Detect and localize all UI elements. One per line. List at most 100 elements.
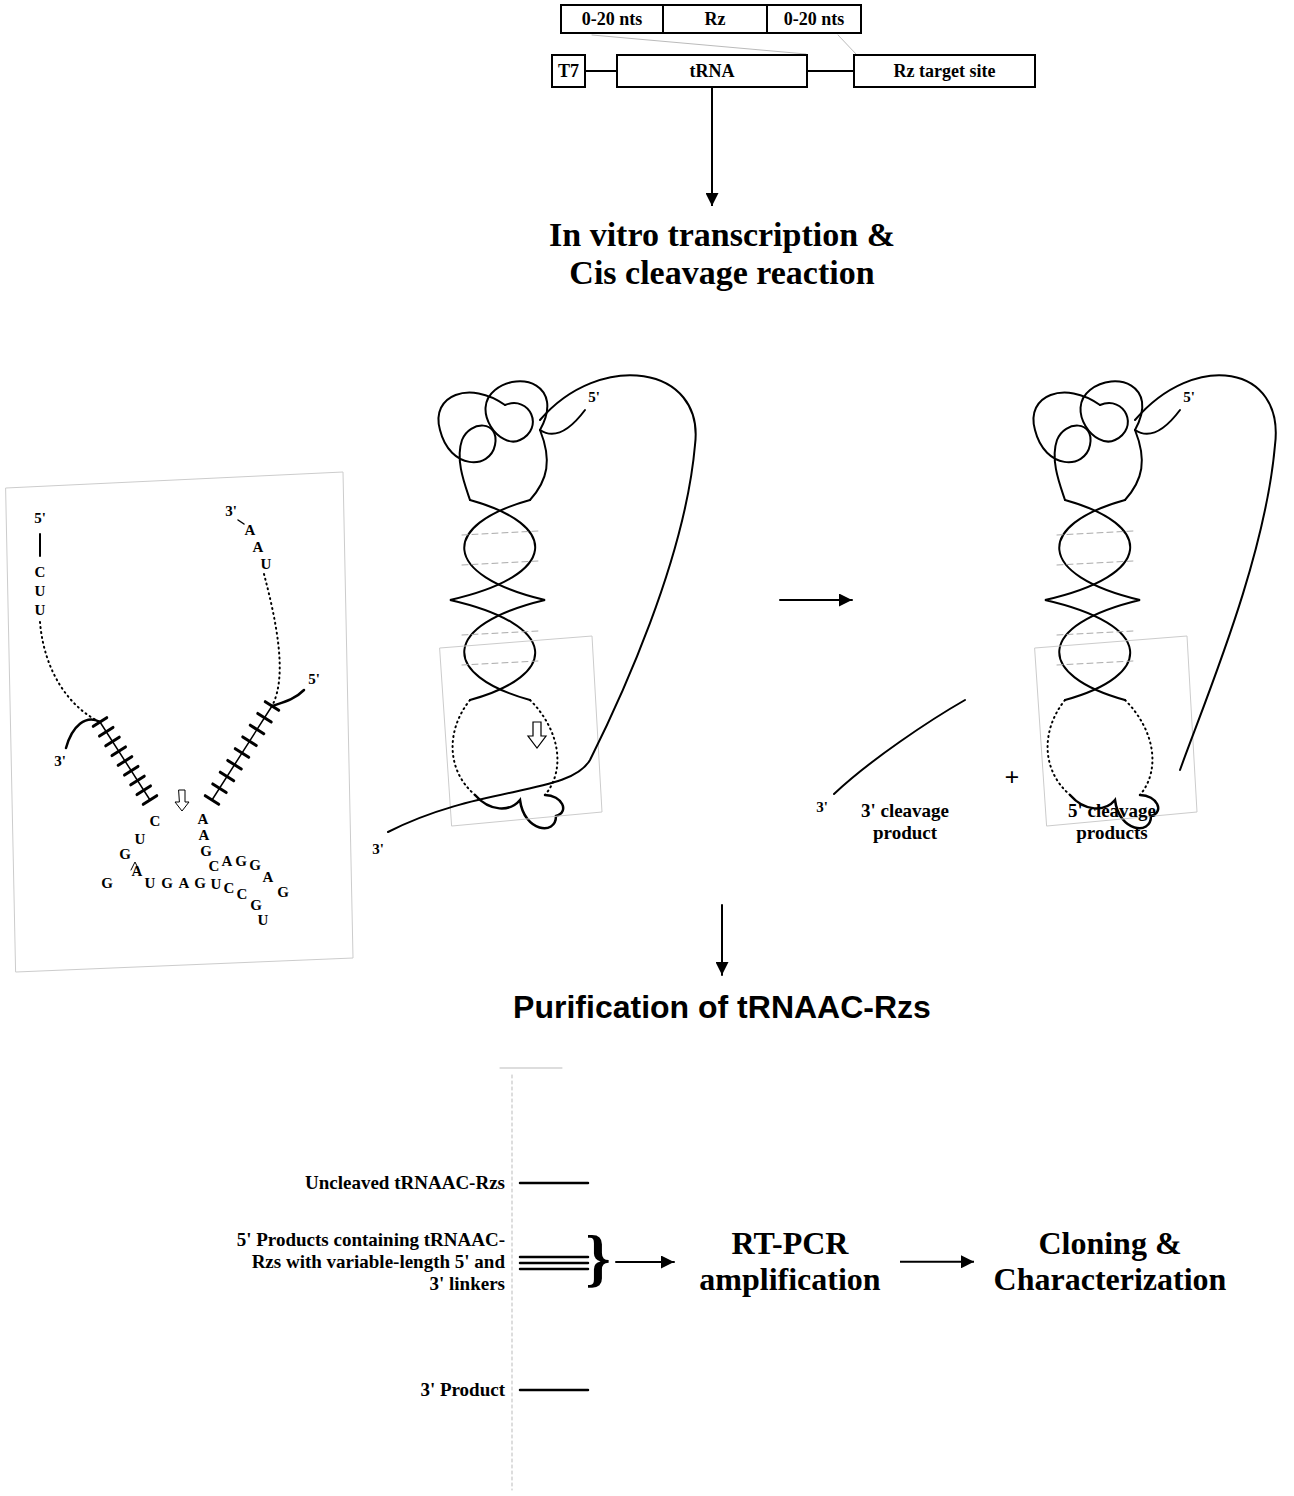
reaction-arrow: [780, 599, 852, 601]
sequence-letter: G: [235, 853, 247, 870]
base-pair: [112, 747, 125, 756]
stem-strand: [212, 706, 272, 800]
step-text: Purification of tRNAAC-Rzs: [442, 990, 1002, 1026]
rna-strand: [1135, 375, 1276, 770]
node-text: Rz target site: [894, 61, 996, 81]
fold-loop: [530, 430, 547, 500]
dotted-strand: [264, 574, 280, 706]
base-pair: [265, 702, 278, 711]
figure-label: +: [1005, 763, 1020, 793]
sequence-letter: A: [198, 811, 209, 828]
base-pair: [131, 776, 144, 785]
step-text: Cloning & Characterization: [980, 1226, 1240, 1298]
base-pair: [143, 796, 156, 805]
construct-box: 0-20 nts: [766, 4, 862, 34]
sequence-letter: A: [253, 539, 264, 556]
gel-band: [520, 1389, 588, 1392]
base-pair: [243, 737, 256, 746]
sequence-letter: U: [35, 602, 46, 619]
gel-label: Uncleaved tRNAAC-Rzs: [185, 1172, 505, 1194]
helix-rung: [462, 631, 538, 635]
helix-rung: [1057, 531, 1133, 535]
construct-link: [808, 70, 853, 72]
base-pair: [100, 727, 113, 736]
dotted-strand: [1048, 700, 1070, 795]
flow-arrow: [616, 1261, 674, 1263]
flow-arrow: [721, 905, 723, 975]
node-text: 0-20 nts: [582, 9, 643, 29]
helix-strand: [464, 500, 545, 700]
sequence-letter: G: [277, 884, 289, 901]
base-pair: [250, 725, 263, 734]
node-text: tRNA: [690, 61, 735, 81]
node-text: 0-20 nts: [784, 9, 845, 29]
step-text: In vitro transcription & Cis cleavage re…: [522, 216, 922, 292]
step-text: RT-PCR amplification: [680, 1226, 900, 1298]
strand-end: [272, 690, 304, 706]
base-pair: [205, 796, 218, 805]
three-prime-product-strand: [834, 700, 965, 794]
node-text: RT-PCR amplification: [680, 1226, 900, 1298]
sequence-letter: G: [200, 843, 212, 860]
sequence-letter: A: [263, 869, 274, 886]
helix-rung: [462, 661, 538, 665]
figure-label: 5' cleavage products: [1037, 800, 1187, 844]
ribozyme-panel: [6, 472, 353, 972]
base-pair: [93, 718, 106, 727]
ribozyme-core: [475, 795, 563, 828]
illustration: [6, 35, 1276, 1490]
panel-border: [6, 472, 353, 972]
gel-label: }: [585, 1221, 610, 1295]
flow-arrow: [711, 88, 713, 206]
gel-lane-edge: [512, 1075, 513, 1490]
base-pair: [213, 784, 226, 793]
helix-strand: [450, 500, 535, 700]
sequence-letter: G: [194, 875, 206, 892]
sequence-letter: C: [237, 886, 248, 903]
construct-box: Rz target site: [853, 54, 1036, 88]
construct-box: Rz: [662, 4, 768, 34]
sequence-letter: G: [161, 875, 173, 892]
construct-box: T7: [551, 54, 586, 88]
sequence-letter: G: [101, 875, 113, 892]
sequence-letter: 3': [225, 503, 237, 520]
gel-label: 5' Products containing tRNAAC-Rzs with v…: [235, 1229, 505, 1295]
base-pair: [258, 713, 271, 722]
sequence-letter: A: [222, 853, 233, 870]
stem-strand: [100, 722, 150, 800]
node-text: T7: [558, 61, 579, 81]
focus-box: [440, 636, 602, 826]
base-pair: [137, 786, 150, 795]
helix-strand: [1059, 500, 1140, 700]
base-pair: [220, 772, 233, 781]
dotted-strand: [530, 700, 557, 795]
helix-rung: [1057, 661, 1133, 665]
base-pair: [125, 766, 138, 775]
sequence-letter: 3': [54, 753, 66, 770]
helix-strand: [1045, 500, 1130, 700]
cleavage-arrow: [175, 790, 189, 811]
sequence-letter: G: [250, 897, 262, 914]
insert-guide: [592, 35, 806, 54]
gel-band: [520, 1268, 588, 1271]
rna-strand: [388, 375, 696, 832]
node-text: Cloning & Characterization: [980, 1226, 1240, 1298]
gel-band: [520, 1182, 588, 1185]
strand-line: [238, 520, 244, 524]
strand-line: [39, 534, 41, 556]
dotted-strand: [40, 622, 100, 722]
sequence-letter: C: [150, 813, 161, 830]
sequence-letter: C: [35, 564, 46, 581]
cleavage-arrow: [528, 722, 546, 748]
base-pair: [106, 737, 119, 746]
sequence-letter: A: [199, 827, 210, 844]
construct-box: 0-20 nts: [560, 4, 664, 34]
construct-box: tRNA: [616, 54, 808, 88]
insert-guide: [838, 35, 856, 54]
node-text: Rz: [705, 9, 726, 29]
sequence-letter: U: [135, 831, 146, 848]
base-pair: [235, 749, 248, 758]
gel-band: [520, 1256, 588, 1259]
